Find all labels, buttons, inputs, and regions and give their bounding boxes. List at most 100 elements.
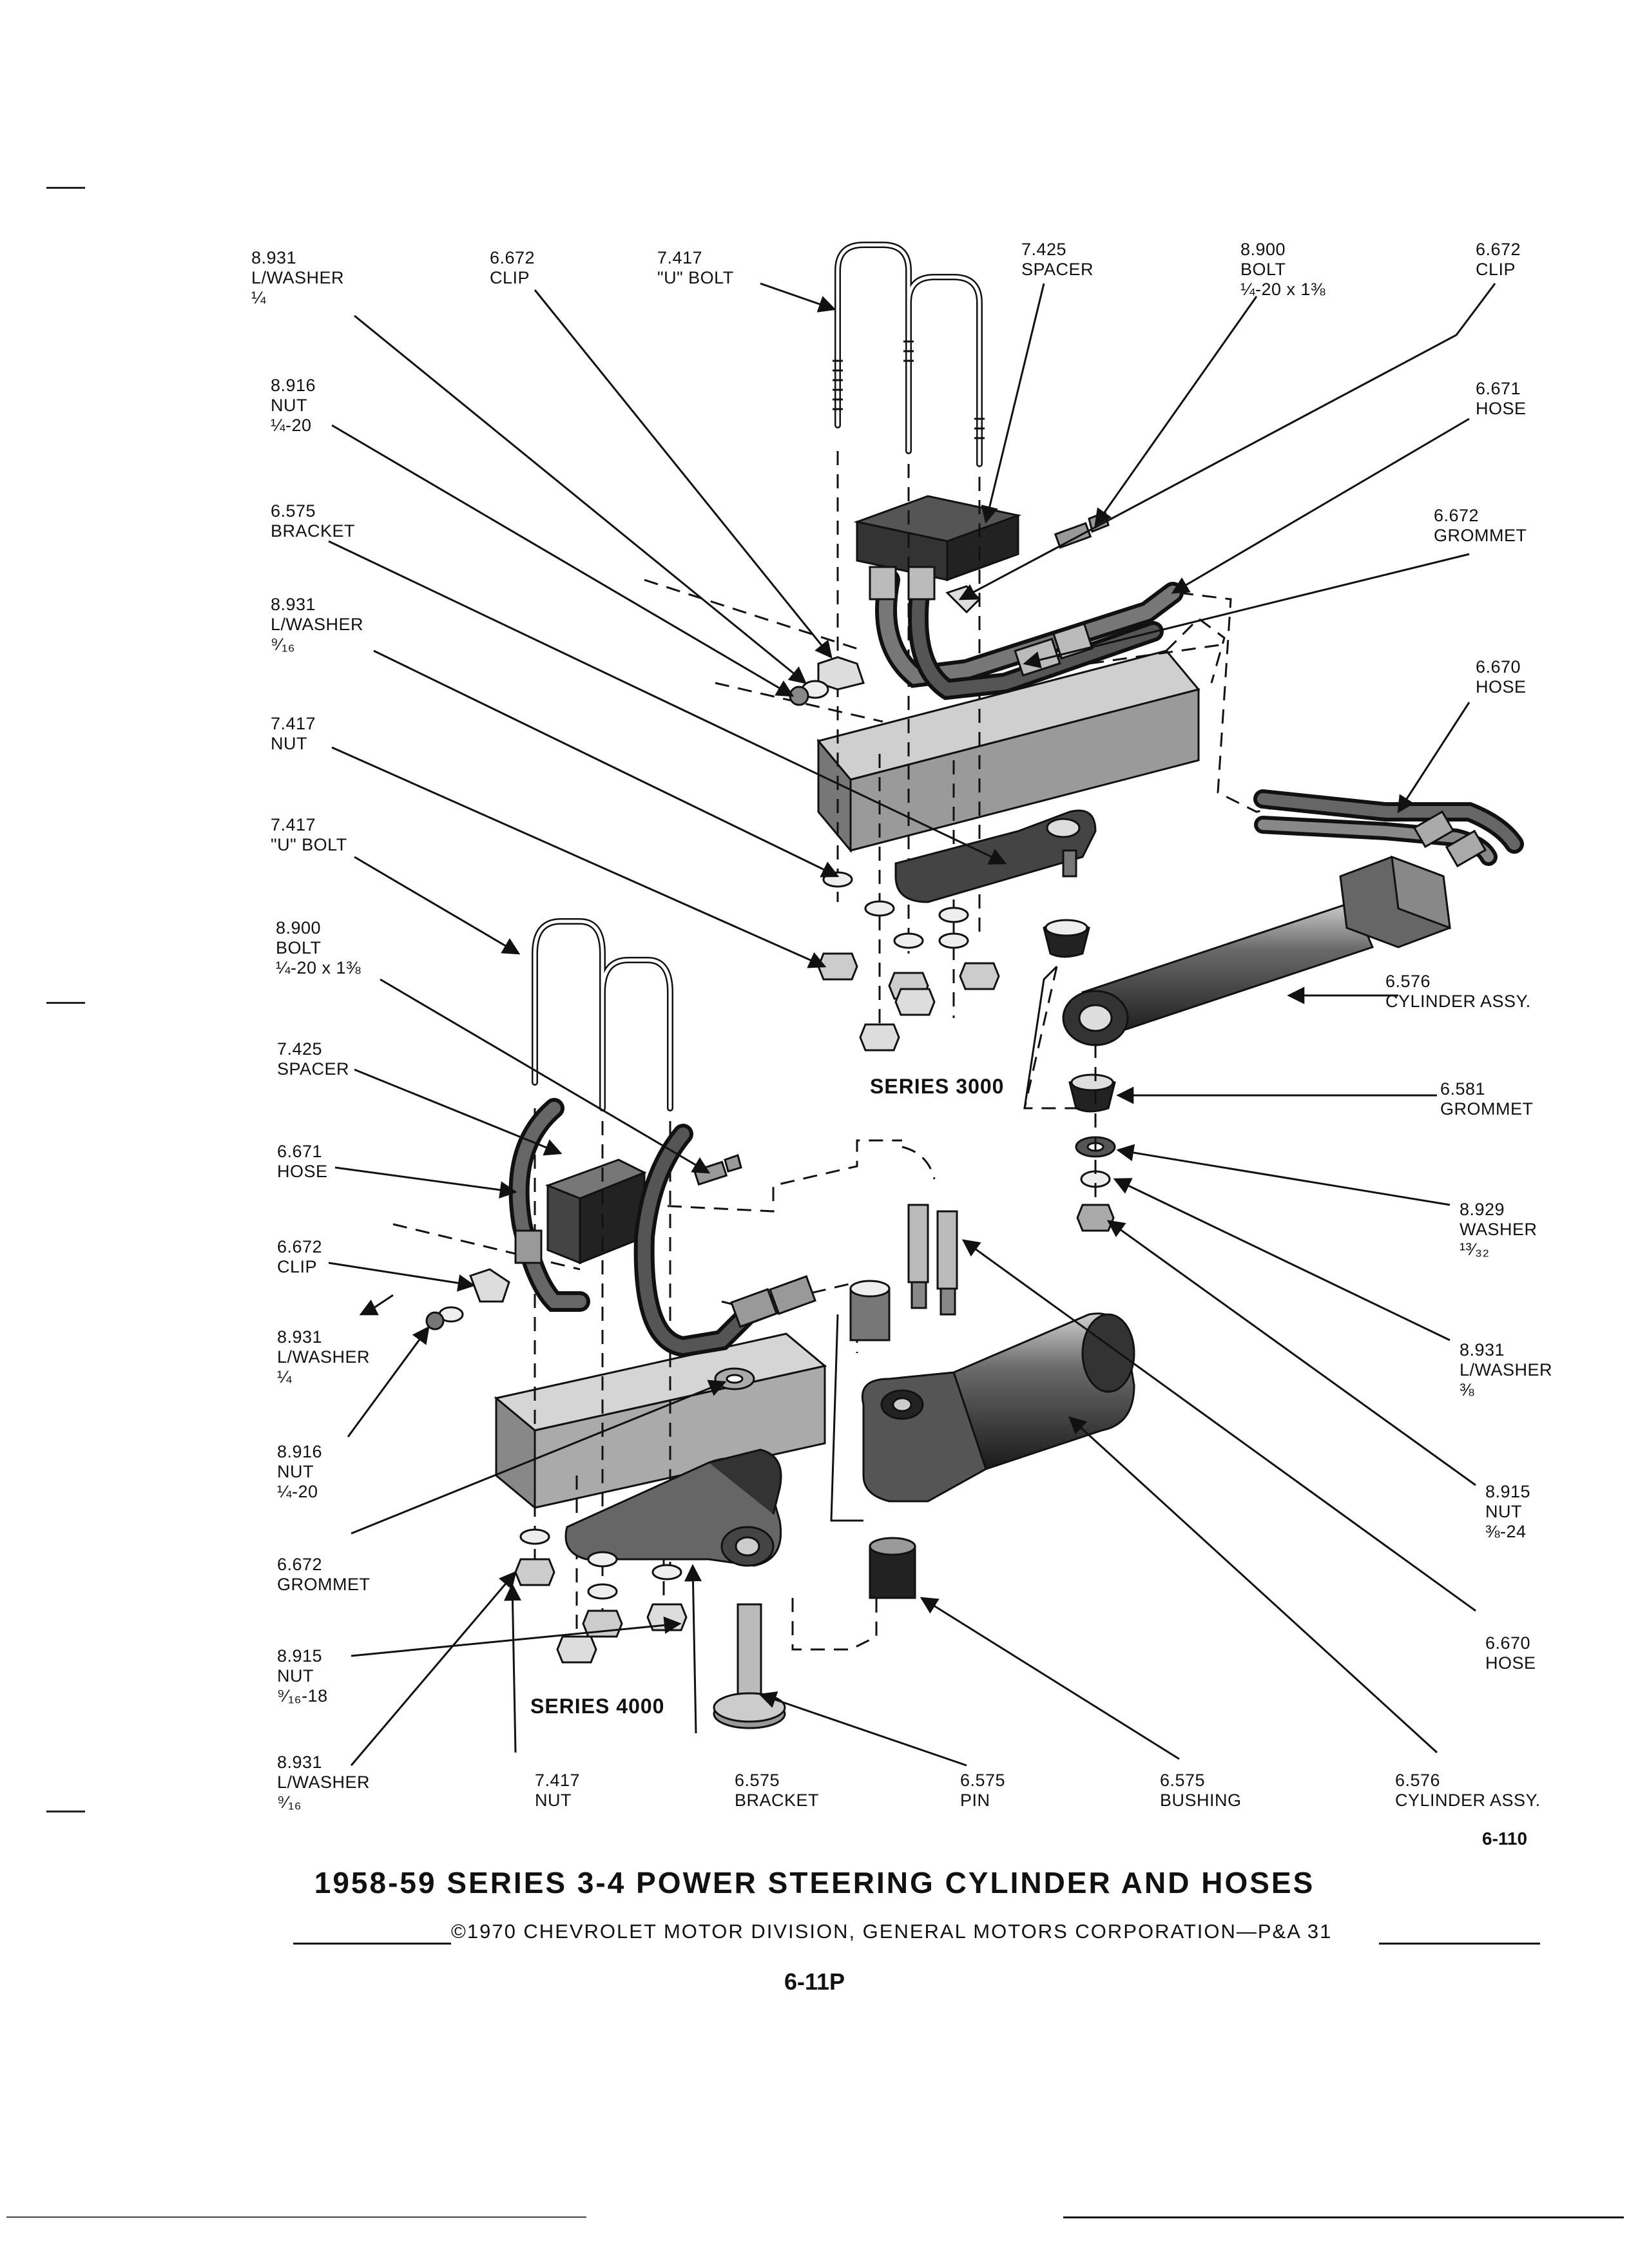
part-name: L/WASHER bbox=[277, 1347, 371, 1367]
part-name: NUT bbox=[271, 396, 307, 415]
part-number: 7.417 bbox=[535, 1771, 581, 1790]
part-number: 6.672 bbox=[277, 1237, 323, 1256]
callout-nut-7417-top: 7.417 NUT bbox=[271, 714, 316, 754]
part-number: 8.915 bbox=[277, 1646, 323, 1666]
part-number: 7.425 bbox=[277, 1039, 323, 1059]
part-size: ¼ bbox=[251, 288, 267, 307]
part-number: 6.575 bbox=[960, 1771, 1006, 1790]
callout-bushing: 6.575 BUSHING bbox=[1160, 1771, 1242, 1811]
part-name: BRACKET bbox=[735, 1791, 820, 1810]
callout-bolt-top: 8.900 BOLT ¼-20 x 1⅜ bbox=[1240, 240, 1325, 300]
margin-mark-bottom bbox=[46, 1811, 85, 1812]
callout-nut-3-8-24: 8.915 NUT ⅜-24 bbox=[1485, 1482, 1530, 1542]
part-name: HOSE bbox=[1485, 1653, 1536, 1673]
part-number: 6.671 bbox=[277, 1142, 323, 1161]
part-number: 8.931 bbox=[271, 595, 316, 614]
series-3000-label: SERIES 3000 bbox=[870, 1075, 1005, 1098]
scan-edge-left bbox=[6, 2216, 586, 2218]
callout-cylinder-assy-lower: 6.576 CYLINDER ASSY. bbox=[1395, 1771, 1541, 1811]
part-name: L/WASHER bbox=[271, 615, 364, 634]
part-name: HOSE bbox=[277, 1162, 328, 1181]
scan-edge-right bbox=[1063, 2216, 1624, 2218]
callout-grommet-top: 6.672 GROMMET bbox=[1434, 506, 1527, 546]
part-name: L/WASHER bbox=[277, 1773, 371, 1792]
part-number: 8.900 bbox=[276, 918, 322, 937]
callout-l-washer-9-16-top: 8.931 L/WASHER ⁹⁄₁₆ bbox=[271, 595, 363, 655]
callout-pin: 6.575 PIN bbox=[960, 1771, 1005, 1811]
part-name: CYLINDER ASSY. bbox=[1395, 1791, 1541, 1810]
part-name: HOSE bbox=[1476, 399, 1527, 418]
callout-l-washer-1-4-lower: 8.931 L/WASHER ¼ bbox=[277, 1327, 370, 1387]
callout-nut-1-4-lower: 8.916 NUT ¼-20 bbox=[277, 1442, 322, 1502]
part-name: L/WASHER bbox=[251, 268, 345, 287]
hose-fittings-4000 bbox=[514, 1229, 816, 1328]
grommet-washer-stack-3000 bbox=[1043, 919, 1116, 1232]
part-name: "U" BOLT bbox=[271, 835, 347, 854]
part-number: 6.672 bbox=[1434, 506, 1480, 525]
part-size: ⁹⁄₁₆ bbox=[271, 635, 296, 654]
margin-mark-middle bbox=[46, 1002, 85, 1004]
part-number: 6.670 bbox=[1476, 657, 1521, 677]
callout-clip-top-right: 6.672 CLIP bbox=[1476, 240, 1521, 280]
callout-spacer-top: 7.425 SPACER bbox=[1021, 240, 1094, 280]
part-size: ⁹⁄₁₆-18 bbox=[277, 1686, 328, 1706]
part-number: 8.915 bbox=[1485, 1482, 1531, 1501]
spacer-block-4000 bbox=[545, 1158, 647, 1265]
callout-cylinder-assy-top: 6.576 CYLINDER ASSY. bbox=[1385, 972, 1531, 1012]
part-name: GROMMET bbox=[1434, 526, 1527, 545]
callout-clip-lower: 6.672 CLIP bbox=[277, 1237, 322, 1277]
series-4000-assembly bbox=[392, 918, 1135, 1729]
part-number: 6.581 bbox=[1440, 1079, 1486, 1099]
part-size: ¼ bbox=[277, 1367, 293, 1387]
part-name: GROMMET bbox=[1440, 1099, 1534, 1119]
callout-nut-9-16-18: 8.915 NUT ⁹⁄₁₆-18 bbox=[277, 1646, 328, 1706]
part-number: 8.900 bbox=[1240, 240, 1286, 259]
part-name: WASHER bbox=[1460, 1220, 1537, 1239]
part-number: 8.931 bbox=[277, 1327, 323, 1347]
part-number: 6.576 bbox=[1395, 1771, 1441, 1790]
callout-u-bolt-top: 7.417 "U" BOLT bbox=[657, 248, 734, 288]
callout-nut-1-4-top: 8.916 NUT ¼-20 bbox=[271, 376, 316, 436]
spacer-block-3000 bbox=[853, 495, 1022, 582]
callout-hose-6671-lower: 6.671 HOSE bbox=[277, 1142, 328, 1182]
copyright-line: ©1970 CHEVROLET MOTOR DIVISION, GENERAL … bbox=[451, 1920, 1333, 1943]
part-name: CLIP bbox=[1476, 260, 1516, 279]
part-number: 8.929 bbox=[1460, 1200, 1505, 1219]
frame-rail-upper bbox=[816, 617, 1226, 854]
part-name: BOLT bbox=[1240, 260, 1286, 279]
margin-mark-top bbox=[46, 187, 85, 189]
part-number: 8.931 bbox=[251, 248, 297, 267]
part-number: 6.575 bbox=[735, 1771, 780, 1790]
page-title: 1958-59 SERIES 3-4 POWER STEERING CYLIND… bbox=[314, 1866, 1315, 1899]
part-name: BOLT bbox=[276, 938, 322, 957]
part-size: ⅜-24 bbox=[1485, 1522, 1527, 1541]
washer-nut-stack-3000 bbox=[789, 680, 829, 706]
part-name: HOSE bbox=[1476, 677, 1527, 697]
callout-l-washer-3-8: 8.931 L/WASHER ⅜ bbox=[1460, 1340, 1552, 1400]
callout-spacer-lower: 7.425 SPACER bbox=[277, 1039, 349, 1079]
part-name: GROMMET bbox=[277, 1575, 371, 1594]
figure-number: 6-110 bbox=[1482, 1829, 1528, 1849]
part-name: BUSHING bbox=[1160, 1791, 1242, 1810]
callout-bracket-top: 6.575 BRACKET bbox=[271, 501, 355, 541]
callout-bolt-lower: 8.900 BOLT ¼-20 x 1⅜ bbox=[276, 918, 361, 978]
part-number: 7.417 bbox=[271, 815, 316, 834]
series-3000-assembly bbox=[644, 242, 1283, 1052]
part-size: ¹³⁄₃₂ bbox=[1460, 1240, 1490, 1259]
lower-fasteners-4000 bbox=[514, 1528, 688, 1664]
part-number: 8.931 bbox=[1460, 1340, 1505, 1360]
bracket-4000 bbox=[564, 1448, 782, 1567]
part-number: 8.916 bbox=[271, 376, 316, 395]
footer-rule-left bbox=[293, 1943, 451, 1945]
u-bolt-3000-inner bbox=[836, 243, 981, 466]
part-name: NUT bbox=[277, 1666, 314, 1686]
pin-6575 bbox=[713, 1603, 786, 1729]
part-number: 6.672 bbox=[490, 248, 535, 267]
part-name: NUT bbox=[1485, 1502, 1522, 1521]
bolt-8900-4000 bbox=[693, 1154, 742, 1186]
part-name: CYLINDER ASSY. bbox=[1385, 992, 1531, 1011]
leader-lines bbox=[328, 282, 1496, 1767]
grommet-4000 bbox=[714, 1367, 755, 1390]
bushings-6575 bbox=[849, 1280, 916, 1599]
clip-4000 bbox=[469, 1268, 510, 1303]
